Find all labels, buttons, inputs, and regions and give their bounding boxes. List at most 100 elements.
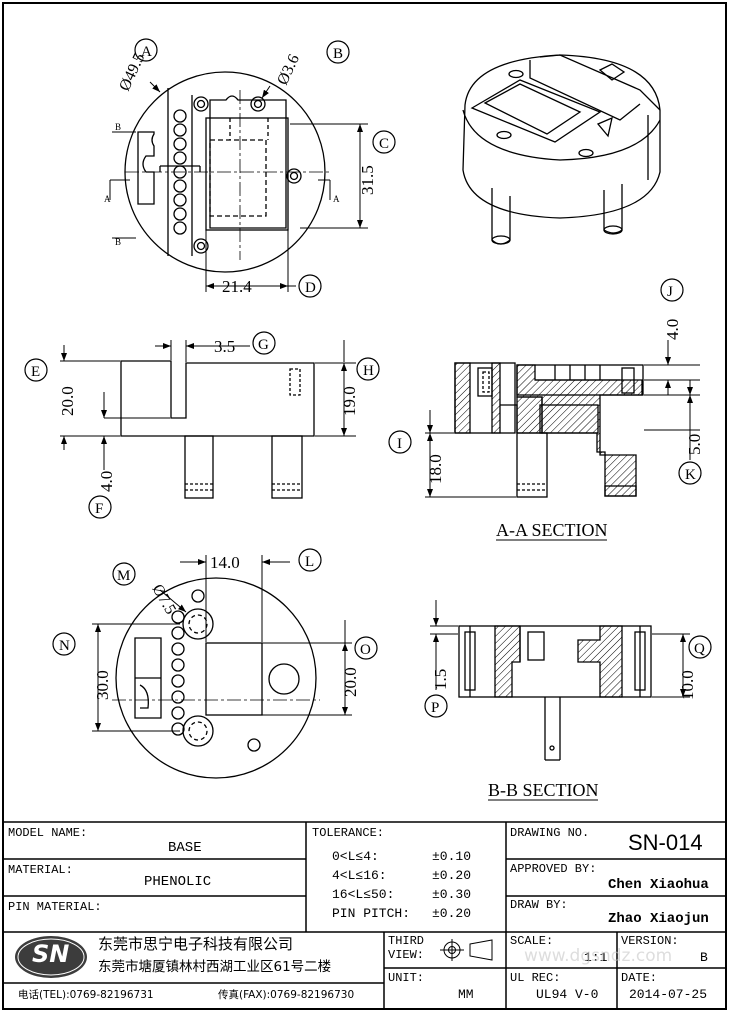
svg-text:D: D — [305, 280, 316, 296]
top-view-pin-column — [173, 109, 187, 235]
company-fax: 传真(FAX):0769-82196730 — [218, 989, 355, 1001]
tolerance-range-2: 4<L≤16: — [332, 868, 387, 883]
callout-g: G — [252, 331, 276, 355]
title-block: MODEL NAME: BASE MATERIAL: PHENOLIC PIN … — [4, 822, 726, 1009]
svg-text:O: O — [360, 642, 371, 658]
date-label: DATE: — [621, 971, 658, 985]
callout-a: A — [134, 38, 158, 62]
pin-material-label: PIN MATERIAL: — [8, 900, 102, 914]
bb-dim-p: 1.5 — [431, 669, 450, 690]
section-aa — [454, 362, 644, 498]
draw-by-label: DRAW BY: — [510, 898, 568, 912]
section-mark-a-right: A — [333, 194, 340, 204]
section-mark-b-bottom: B — [115, 237, 121, 247]
company-tel: 电话(TEL):0769-82196731 — [18, 989, 154, 1001]
svg-text:N: N — [59, 638, 70, 654]
callout-p: P — [424, 694, 448, 718]
callout-l: L — [298, 548, 322, 572]
material-value: PHENOLIC — [144, 874, 212, 890]
tolerance-value-2: ±0.20 — [432, 868, 472, 883]
callout-f: F — [88, 495, 112, 519]
svg-text:L: L — [305, 554, 314, 570]
watermark: www.dgsndz.com — [524, 946, 673, 966]
section-bb-dimensions — [430, 600, 690, 698]
ul-rec-label: UL REC: — [510, 971, 561, 985]
callout-o: O — [354, 636, 378, 660]
version-value: B — [700, 950, 708, 965]
top-dim-b: Ø3.6 — [274, 52, 303, 88]
date-value: 2014-07-25 — [629, 987, 708, 1002]
tolerance-value-3: ±0.30 — [432, 887, 472, 902]
ul-rec-value: UL94 V-0 — [536, 987, 599, 1002]
svg-text:A: A — [141, 44, 152, 60]
svg-text:K: K — [685, 467, 696, 483]
third-view-label-2: VIEW: — [388, 948, 425, 962]
unit-value: MM — [458, 987, 474, 1002]
isometric-view — [462, 54, 661, 245]
svg-text:B: B — [333, 46, 343, 62]
tolerance-value-1: ±0.10 — [432, 849, 472, 864]
callout-b: B — [326, 40, 350, 64]
tolerance-value-4: ±0.20 — [432, 906, 472, 921]
callout-m: M — [112, 562, 136, 586]
top-view-dimensions — [149, 81, 368, 292]
bb-caption: B-B SECTION — [488, 780, 599, 800]
callout-c: C — [372, 130, 396, 154]
bb-dim-q: 10.0 — [678, 670, 697, 700]
callout-k: K — [678, 461, 702, 485]
top-dim-c: 31.5 — [358, 165, 377, 195]
unit-label: UNIT: — [388, 971, 425, 985]
material-label: MATERIAL: — [8, 863, 73, 877]
company-name: 东莞市思宁电子科技有限公司 — [98, 935, 294, 953]
title-block-grid — [3, 821, 726, 1009]
drawing-no-value: SN-014 — [628, 830, 703, 855]
scale-label: SCALE: — [510, 934, 554, 948]
svg-text:H: H — [363, 363, 374, 379]
company-logo — [15, 936, 87, 978]
company-address: 东莞市塘厦镇林村西湖工业区61号二楼 — [98, 959, 332, 975]
bottom-view-dimensions — [92, 555, 352, 732]
callout-d: D — [298, 274, 322, 298]
draw-by-value: Zhao Xiaojun — [608, 911, 709, 927]
callout-n: N — [52, 632, 76, 656]
side-dim-g: 3.5 — [214, 337, 235, 356]
aa-caption: A-A SECTION — [496, 520, 608, 540]
section-mark-b-top: B — [115, 122, 121, 132]
top-view — [109, 71, 331, 273]
side-dim-h: 19.0 — [340, 386, 359, 416]
callout-h: H — [356, 357, 380, 381]
svg-text:G: G — [258, 337, 269, 353]
svg-text:M: M — [117, 568, 130, 584]
tolerance-range-3: 16<L≤50: — [332, 887, 395, 902]
callout-q: Q — [688, 635, 712, 659]
svg-text:C: C — [379, 136, 389, 152]
side-view-dimensions — [60, 340, 356, 470]
svg-text:F: F — [95, 501, 103, 517]
aa-dim-k: 5.0 — [685, 434, 704, 455]
svg-text:Q: Q — [694, 641, 705, 657]
side-dim-e: 20.0 — [58, 386, 77, 416]
bottom-view — [112, 577, 320, 779]
svg-text:P: P — [431, 700, 439, 716]
section-bb — [458, 625, 652, 761]
callout-j: J — [660, 278, 684, 302]
section-aa-dimensions — [425, 340, 700, 498]
bottom-dim-n: 30.0 — [93, 670, 112, 700]
top-dim-d: 21.4 — [222, 277, 252, 296]
model-name-value: BASE — [168, 840, 202, 856]
callout-e: E — [24, 358, 48, 382]
svg-text:I: I — [397, 436, 402, 452]
logo-text: SN — [32, 940, 70, 968]
tolerance-range-4: PIN PITCH: — [332, 906, 411, 921]
bottom-view-pin-column — [171, 610, 185, 736]
version-label: VERSION: — [621, 934, 679, 948]
bottom-dim-o: 20.0 — [341, 667, 360, 697]
model-name-label: MODEL NAME: — [8, 826, 88, 840]
side-view — [120, 360, 315, 499]
approved-by-label: APPROVED BY: — [510, 862, 597, 876]
side-dim-f: 4.0 — [97, 471, 116, 492]
drawing-no-label: DRAWING NO. — [510, 826, 590, 840]
tolerance-label: TOLERANCE: — [312, 826, 385, 840]
